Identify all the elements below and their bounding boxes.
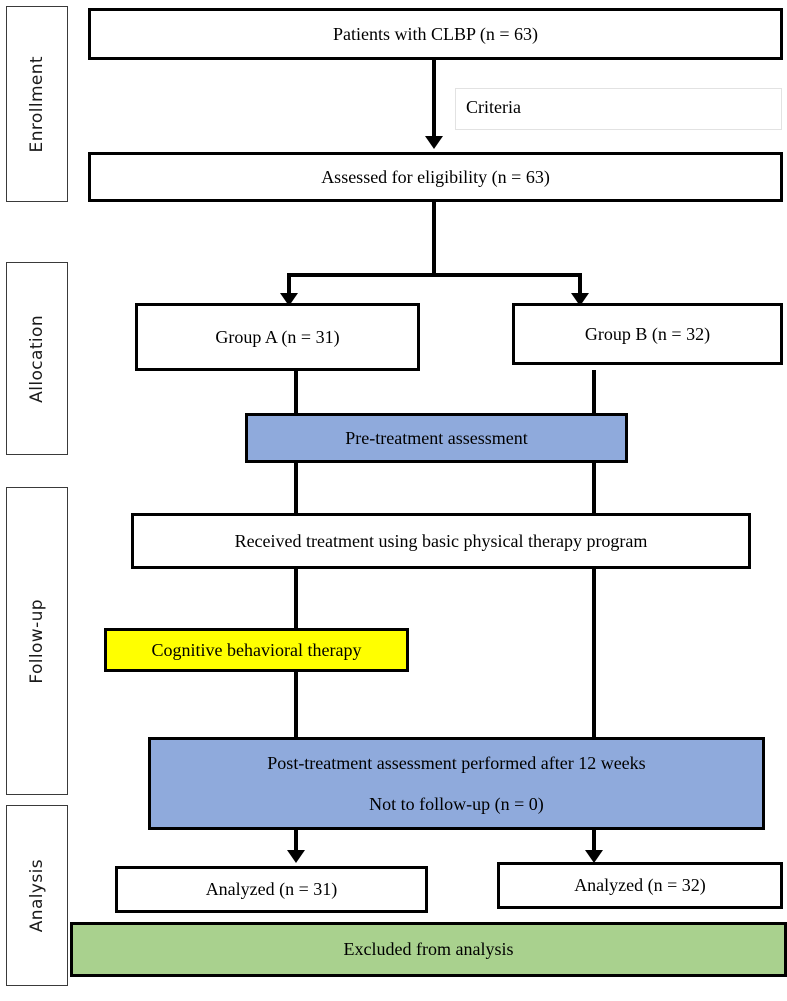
node-assessed-for-eligibility[interactable]: Assessed for eligibility (n = 63) (88, 152, 783, 202)
stage-label-analysis: Analysis (6, 805, 68, 986)
stage-label-analysis-text: Analysis (27, 858, 47, 933)
node-patients-text: Patients with CLBP (n = 63) (333, 23, 538, 44)
node-analyzed-group-b[interactable]: Analyzed (n = 32) (497, 862, 783, 909)
node-analyzed-group-a[interactable]: Analyzed (n = 31) (115, 866, 428, 913)
node-assessed-text: Assessed for eligibility (n = 63) (321, 166, 550, 187)
node-criteria[interactable]: Criteria (455, 88, 782, 130)
stage-label-followup-text: Follow-up (27, 598, 47, 684)
node-group-a-text: Group A (n = 31) (215, 326, 340, 347)
stage-label-allocation-text: Allocation (27, 314, 47, 403)
arrowhead-to-group-b (571, 293, 589, 306)
node-patients-with-clbp[interactable]: Patients with CLBP (n = 63) (88, 8, 783, 60)
connector-received-to-post-b (592, 568, 596, 746)
node-pre-treatment-assessment[interactable]: Pre-treatment assessment (245, 413, 628, 463)
node-post-treatment-assessment[interactable]: Post-treatment assessment performed afte… (148, 737, 765, 830)
connector-split-horizontal (287, 273, 582, 277)
connector-split-left (287, 273, 291, 301)
node-excluded-from-analysis[interactable]: Excluded from analysis (70, 922, 787, 977)
stage-label-allocation: Allocation (6, 262, 68, 455)
arrowhead-to-analyzed-a (287, 850, 305, 863)
node-group-a[interactable]: Group A (n = 31) (135, 303, 420, 371)
connector-group-b-to-pre (592, 370, 596, 422)
connector-pre-to-received-b (592, 462, 596, 514)
stage-label-enrollment-text: Enrollment (27, 55, 47, 153)
node-pre-treatment-text: Pre-treatment assessment (345, 427, 528, 448)
node-received-treatment-text: Received treatment using basic physical … (234, 530, 648, 551)
node-excluded-text: Excluded from analysis (343, 939, 514, 960)
node-post-treatment-line2: Not to follow-up (n = 0) (369, 793, 544, 814)
node-group-b-text: Group B (n = 32) (584, 323, 711, 344)
arrowhead-to-analyzed-b (585, 850, 603, 863)
node-group-b[interactable]: Group B (n = 32) (512, 303, 783, 365)
connector-post-to-analyzed-a (294, 830, 298, 856)
arrowhead-to-assessed (425, 136, 443, 149)
node-criteria-text: Criteria (466, 97, 521, 117)
connector-post-to-analyzed-b (592, 830, 596, 856)
node-cbt-text: Cognitive behavioral therapy (151, 639, 362, 660)
node-analyzed-b-text: Analyzed (n = 32) (574, 875, 706, 896)
stage-label-enrollment: Enrollment (6, 6, 68, 202)
node-post-treatment-line1: Post-treatment assessment performed afte… (267, 753, 646, 774)
connector-patients-to-assessed (432, 58, 436, 138)
connector-group-a-to-pre (294, 370, 298, 422)
connector-pre-to-received-a (294, 462, 298, 514)
connector-split-right (578, 273, 582, 301)
node-cognitive-behavioral-therapy[interactable]: Cognitive behavioral therapy (104, 628, 409, 672)
connector-assessed-down (432, 200, 436, 275)
node-analyzed-a-text: Analyzed (n = 31) (205, 879, 338, 900)
node-received-treatment[interactable]: Received treatment using basic physical … (131, 513, 751, 569)
stage-label-followup: Follow-up (6, 487, 68, 795)
arrowhead-to-group-a (280, 293, 298, 306)
